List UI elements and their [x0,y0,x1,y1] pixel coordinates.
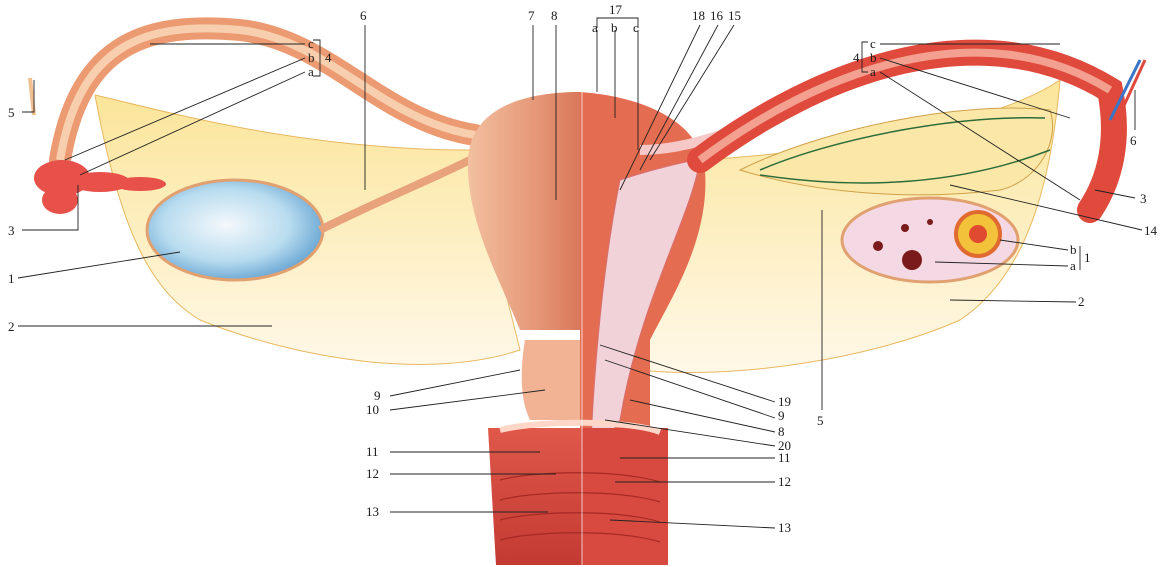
label-1-left: 1 [8,271,15,286]
label-4a-right: a [870,64,876,79]
label-12-right: 12 [778,474,791,489]
label-4c-left: c [308,36,314,51]
label-1-right: 1 [1084,250,1091,265]
label-11-left: 11 [366,444,379,459]
label-13-left: 13 [366,504,379,519]
label-13-right: 13 [778,520,791,535]
label-17a: a [592,20,598,35]
label-9-right: 9 [778,408,785,423]
vagina [488,428,582,565]
label-10: 10 [366,402,379,417]
label-3-right: 3 [1140,191,1147,206]
label-19: 19 [778,394,791,409]
label-4a-left: a [308,64,314,79]
label-8-right: 8 [778,424,785,439]
label-7: 7 [528,8,535,23]
cervix-left [522,340,580,420]
label-4-left: 4 [325,50,332,65]
label-2-right: 2 [1078,294,1085,309]
label-11-right: 11 [778,450,791,465]
label-15: 15 [728,8,741,23]
label-6-left: 6 [360,8,367,23]
label-3-left: 3 [8,223,15,238]
label-4-right: 4 [853,50,860,65]
label-5-right: 5 [817,413,824,428]
label-5-left: 5 [8,105,15,120]
label-8-left: 8 [551,8,558,23]
label-1a-right: a [1070,258,1076,273]
label-6-right: 6 [1130,133,1137,148]
label-14: 14 [1144,223,1158,238]
label-17c: c [633,20,639,35]
label-4b-right: b [870,50,877,65]
label-2-left: 2 [8,319,15,334]
label-17b: b [611,20,618,35]
label-4c-right: c [870,36,876,51]
label-12-left: 12 [366,466,379,481]
label-4b-left: b [308,50,315,65]
ovary-left [147,180,323,280]
label-9-left: 9 [374,388,381,403]
label-16: 16 [710,8,724,23]
label-18: 18 [692,8,705,23]
label-17: 17 [609,2,623,17]
label-1b-right: b [1070,242,1077,257]
